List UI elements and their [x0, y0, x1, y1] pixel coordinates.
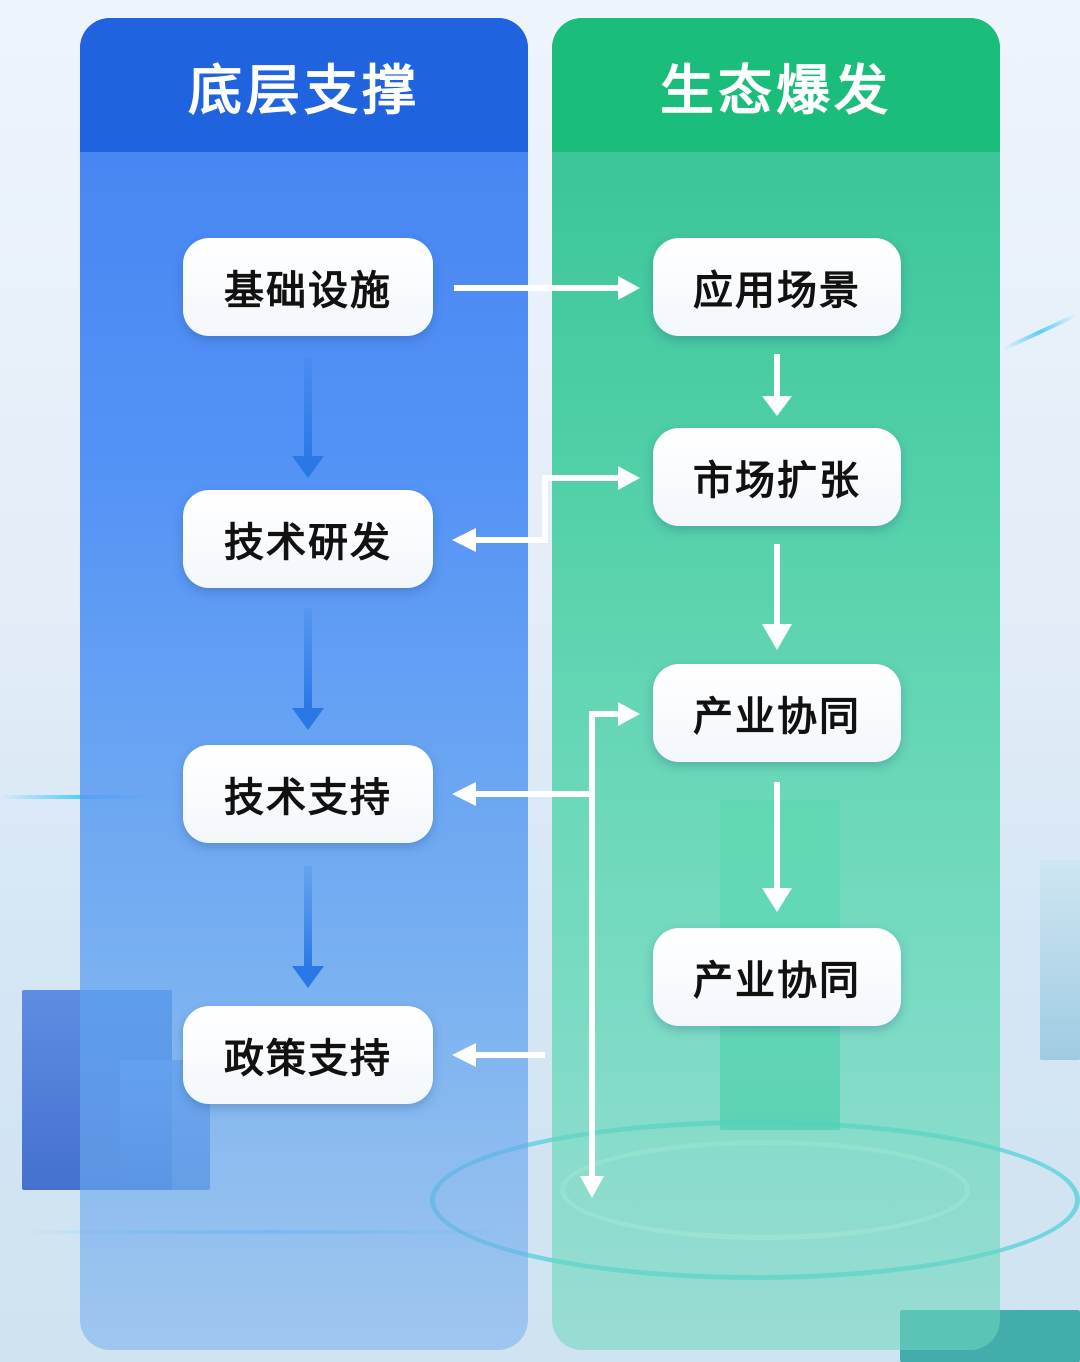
- node-infrastructure: 基础设施: [183, 238, 433, 336]
- building-right: [1040, 860, 1080, 1060]
- right-column-title: 生态爆发: [552, 18, 1000, 152]
- node-industry-synergy: 产业协同: [653, 664, 901, 762]
- arrow-head-down: [292, 966, 324, 988]
- arrow-shaft-3: [304, 866, 312, 966]
- left-column-title: 底层支撑: [80, 18, 528, 152]
- arrow-head-down: [292, 708, 324, 730]
- node-tech-support: 技术支持: [183, 745, 433, 843]
- node-tech-research: 技术研发: [183, 490, 433, 588]
- node-industry-synergy-2: 产业协同: [653, 928, 901, 1026]
- arrow-head-down: [292, 456, 324, 478]
- left-down-arrows: [292, 358, 324, 988]
- arrow-shaft-1: [304, 358, 312, 458]
- node-market-expansion: 市场扩张: [653, 428, 901, 526]
- cross-connectors: [454, 285, 622, 1180]
- node-policy-support: 政策支持: [183, 1006, 433, 1104]
- cross-arrow-heads: [452, 276, 640, 1198]
- right-down-arrow-heads: [762, 396, 792, 912]
- arrow-shaft-2: [304, 608, 312, 708]
- node-application-scenarios: 应用场景: [653, 238, 901, 336]
